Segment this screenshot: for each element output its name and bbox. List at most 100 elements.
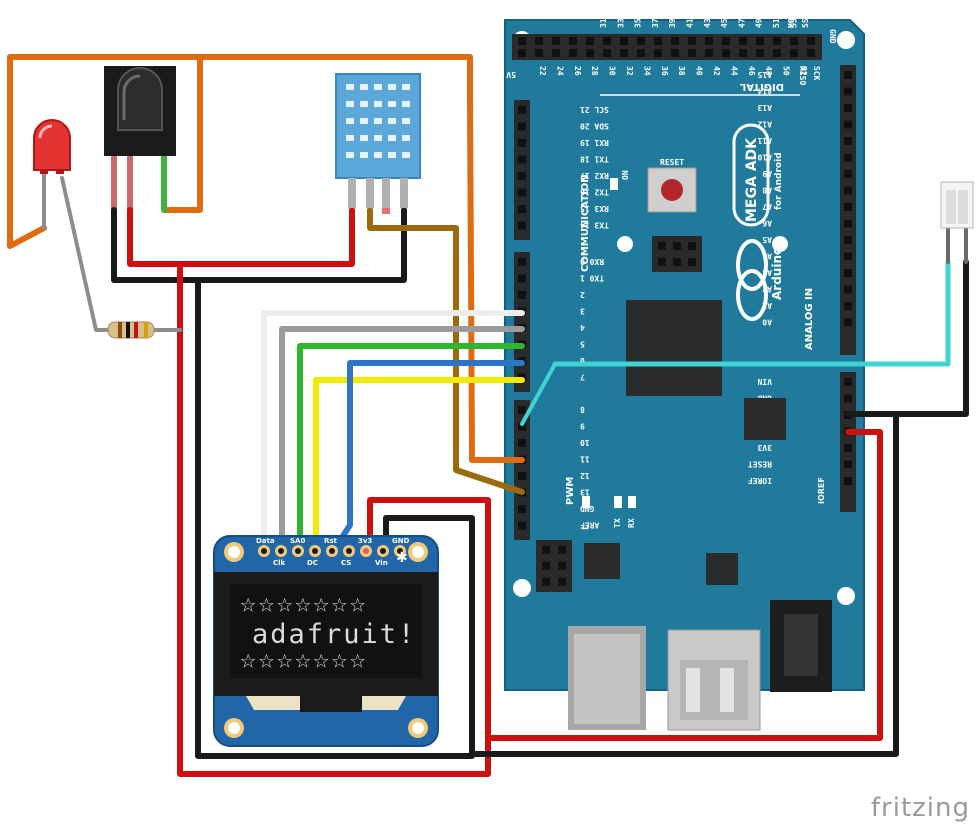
icsp-pin[interactable]: [558, 578, 566, 586]
header-pin[interactable]: [844, 477, 852, 485]
header-pin[interactable]: [705, 49, 713, 57]
pin-label: 12: [580, 471, 590, 480]
header-pin[interactable]: [671, 49, 679, 57]
wire-brown-dht: [367, 207, 525, 495]
header-pin[interactable]: [756, 37, 764, 45]
header-pin[interactable]: [637, 37, 645, 45]
header-pin[interactable]: [518, 505, 526, 513]
header-pin[interactable]: [705, 37, 713, 45]
header-pin[interactable]: [844, 302, 852, 310]
header-pin[interactable]: [654, 37, 662, 45]
header-pin[interactable]: [620, 37, 628, 45]
icsp-pin[interactable]: [542, 546, 550, 554]
header-pin[interactable]: [722, 49, 730, 57]
top-header-pins: [518, 37, 815, 57]
icsp-pin[interactable]: [558, 546, 566, 554]
header-pin[interactable]: [518, 139, 526, 147]
header-pin[interactable]: [844, 87, 852, 96]
icsp-pin[interactable]: [542, 562, 550, 570]
header-pin[interactable]: [773, 37, 781, 45]
header-pin[interactable]: [518, 122, 526, 131]
icsp-pin[interactable]: [688, 258, 696, 266]
pin-label: A4: [762, 252, 772, 261]
header-pin[interactable]: [844, 460, 852, 469]
header-pin[interactable]: [844, 170, 852, 178]
header-pin[interactable]: [518, 205, 526, 213]
header-pin[interactable]: [603, 37, 611, 45]
header-pin[interactable]: [518, 521, 526, 530]
header-pin[interactable]: [790, 37, 798, 45]
header-pin[interactable]: [518, 172, 526, 180]
header-pin[interactable]: [844, 71, 852, 79]
pin-label: 3V3: [757, 443, 772, 452]
header-pin[interactable]: [586, 37, 594, 45]
header-pin[interactable]: [844, 219, 852, 228]
header-pin[interactable]: [518, 439, 526, 447]
header-pin[interactable]: [518, 422, 526, 431]
header-pin[interactable]: [844, 378, 852, 386]
header-pin[interactable]: [844, 186, 852, 195]
header-pin[interactable]: [773, 49, 781, 57]
header-pin[interactable]: [844, 444, 852, 452]
reset-button[interactable]: [647, 167, 697, 213]
header-pin[interactable]: [637, 49, 645, 57]
header-pin[interactable]: [620, 49, 628, 57]
header-pin[interactable]: [671, 37, 679, 45]
header-pin[interactable]: [844, 269, 852, 277]
icsp-pin[interactable]: [542, 578, 550, 586]
header-pin[interactable]: [535, 49, 543, 57]
header-pin[interactable]: [807, 37, 815, 45]
header-pin[interactable]: [586, 49, 594, 57]
header-pin[interactable]: [807, 49, 815, 57]
header-pin[interactable]: [844, 285, 852, 294]
header-pin[interactable]: [518, 258, 526, 266]
icsp-pin[interactable]: [658, 242, 666, 250]
header-pin[interactable]: [518, 274, 526, 283]
header-pin[interactable]: [569, 37, 577, 45]
bottom-pin-label: 30: [608, 66, 617, 76]
pin-label: RESET: [748, 460, 772, 469]
icsp-pin[interactable]: [558, 562, 566, 570]
header-pin[interactable]: [518, 155, 526, 164]
header-pin[interactable]: [552, 49, 560, 57]
header-pin[interactable]: [844, 137, 852, 145]
header-pin[interactable]: [688, 49, 696, 57]
header-pin[interactable]: [844, 236, 852, 244]
icsp-pin[interactable]: [673, 258, 681, 266]
header-pin[interactable]: [518, 472, 526, 480]
header-pin[interactable]: [844, 252, 852, 261]
header-pin[interactable]: [603, 49, 611, 57]
header-pin[interactable]: [844, 203, 852, 211]
header-pin[interactable]: [518, 188, 526, 197]
header-pin[interactable]: [844, 104, 852, 112]
header-pin[interactable]: [518, 106, 526, 114]
header-pin[interactable]: [569, 49, 577, 57]
header-pin[interactable]: [518, 406, 526, 414]
header-pin[interactable]: [844, 153, 852, 162]
header-pin[interactable]: [844, 318, 852, 327]
header-pin[interactable]: [722, 37, 730, 45]
header-pin[interactable]: [739, 49, 747, 57]
header-pin[interactable]: [518, 221, 526, 230]
icsp-pin[interactable]: [658, 258, 666, 266]
header-pin[interactable]: [844, 120, 852, 129]
header-pin[interactable]: [739, 37, 747, 45]
pin-label: TX3 14: [580, 221, 609, 230]
top-pin-label: 43: [703, 18, 712, 28]
wire-led-resistor: [60, 176, 112, 332]
header-pin[interactable]: [518, 37, 526, 45]
header-pin[interactable]: [844, 394, 852, 403]
header-pin[interactable]: [535, 37, 543, 45]
header-pin[interactable]: [552, 37, 560, 45]
header-pin[interactable]: [756, 49, 764, 57]
header-pin[interactable]: [654, 49, 662, 57]
header-pin[interactable]: [518, 291, 526, 299]
header-pin[interactable]: [790, 49, 798, 57]
icsp-pin[interactable]: [673, 242, 681, 250]
ir-receiver: [104, 66, 176, 156]
icsp-pin[interactable]: [688, 242, 696, 250]
header-pin[interactable]: [518, 49, 526, 57]
header-pin[interactable]: [688, 37, 696, 45]
analog-pins: [844, 71, 852, 327]
